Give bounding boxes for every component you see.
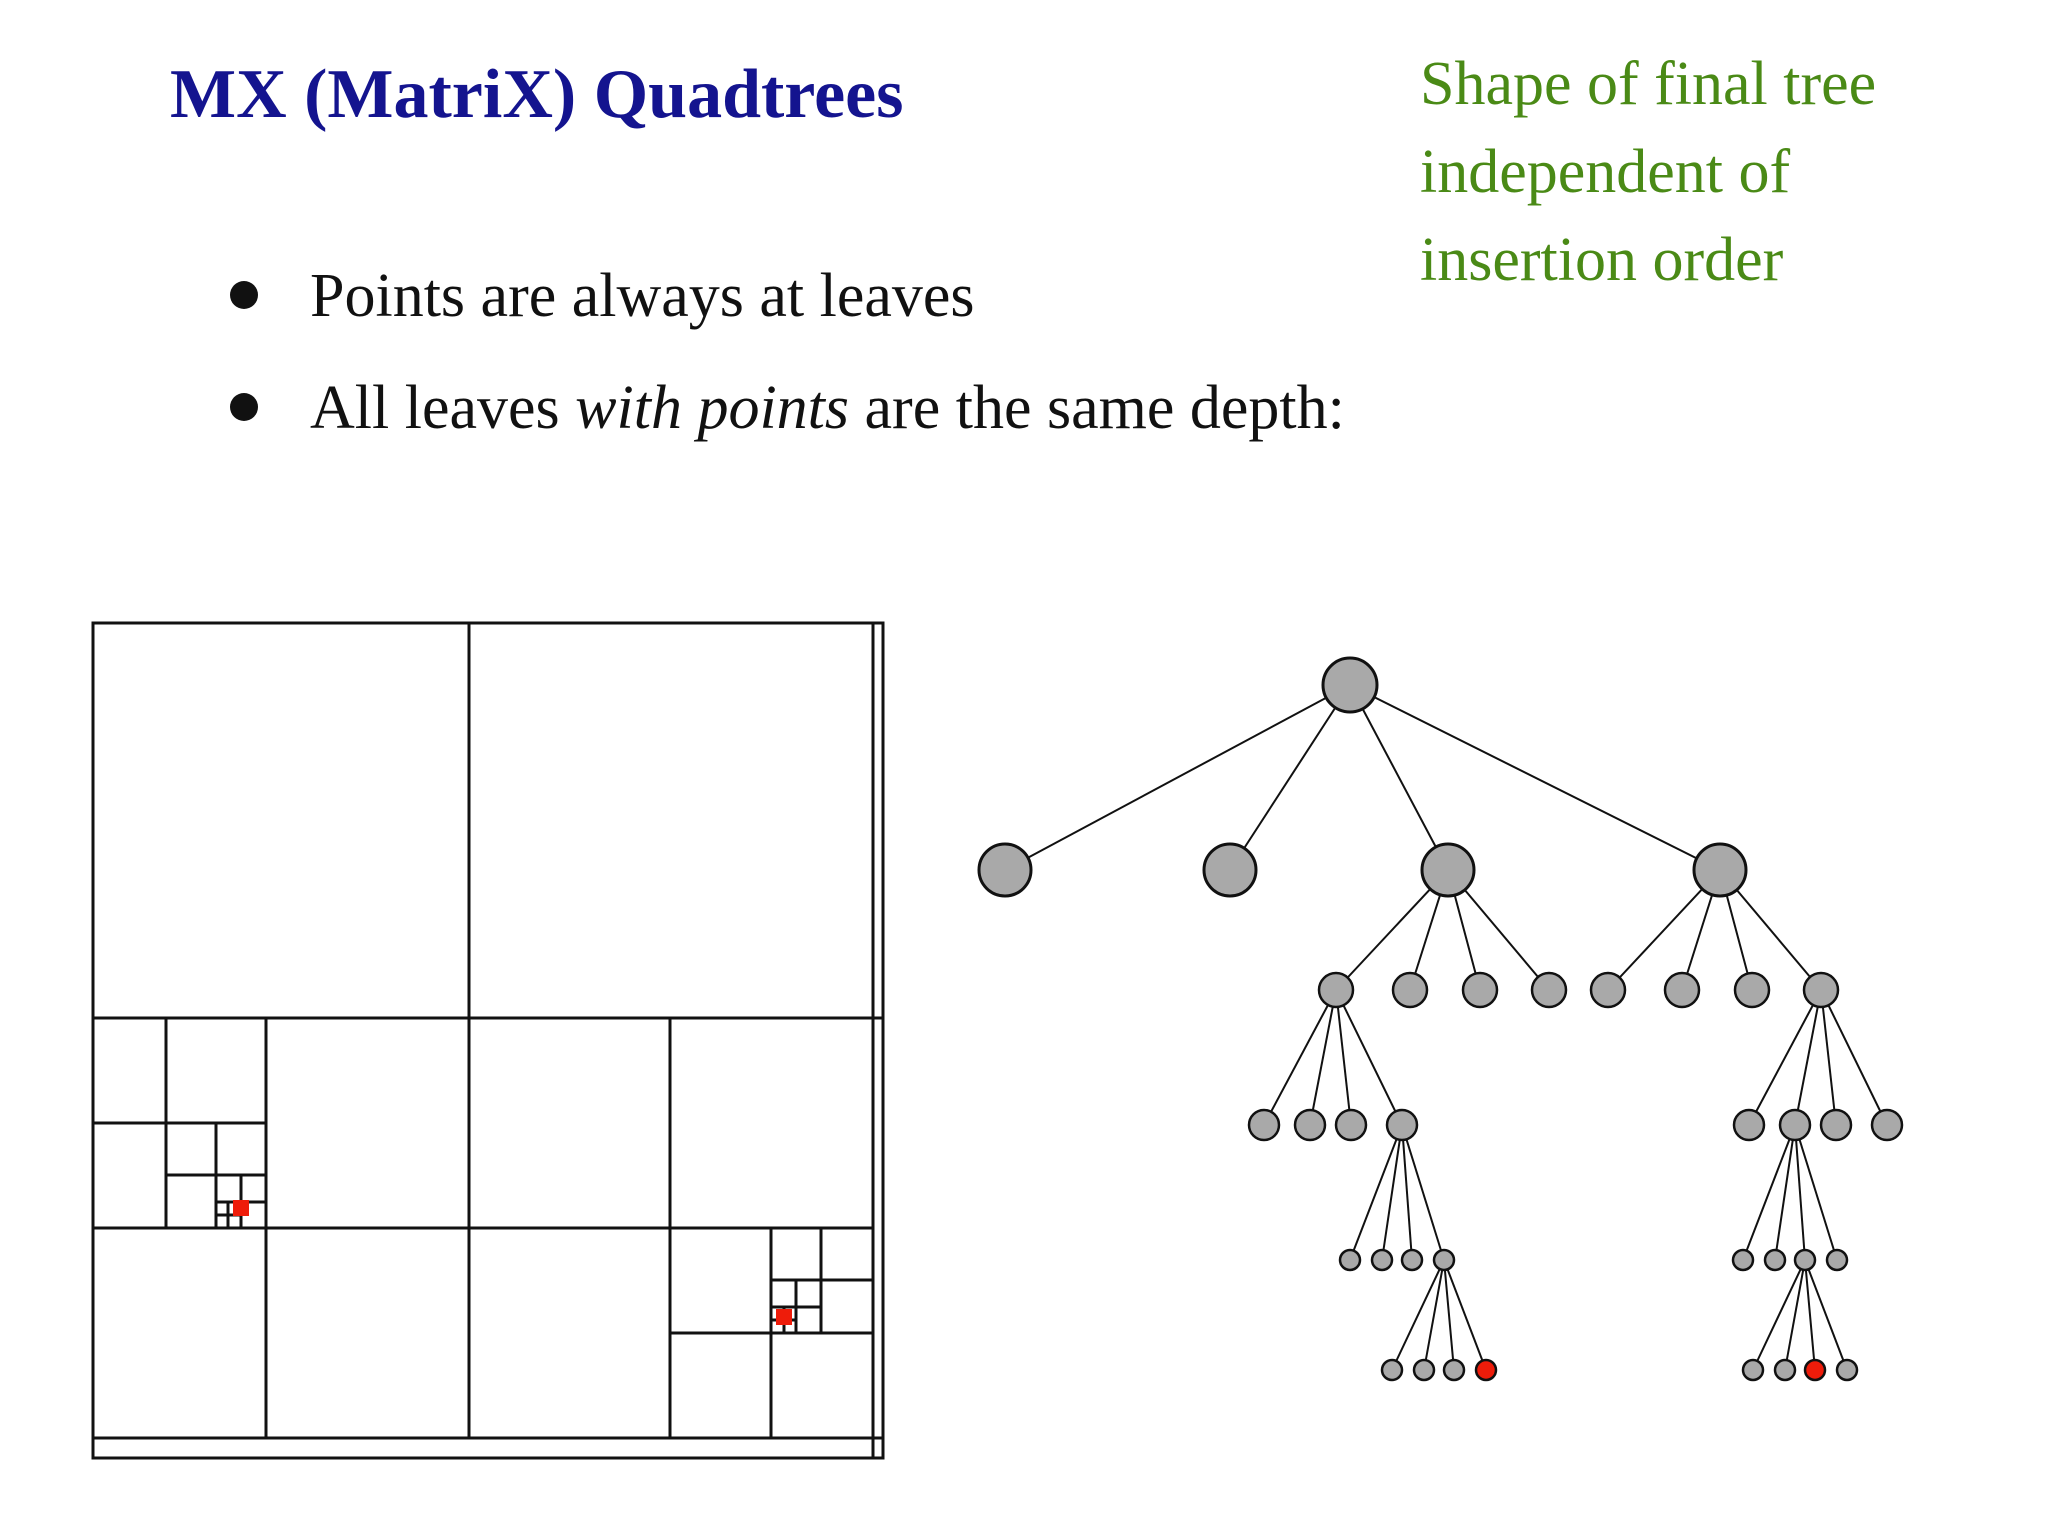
occupied-cell-marker xyxy=(776,1309,792,1325)
bullet-item: Points are always at leaves xyxy=(220,240,1345,352)
side-note-line-1: Shape of final tree xyxy=(1420,50,1877,118)
tree-leaf-node xyxy=(1732,1108,1766,1142)
tree-leaf-node xyxy=(1370,1248,1394,1272)
tree-edge xyxy=(1443,1259,1455,1371)
tree-leaf-node xyxy=(1825,1248,1849,1272)
tree-leaf-node xyxy=(1663,971,1701,1009)
tree-edge xyxy=(1004,684,1351,871)
tree-edge xyxy=(1784,1259,1806,1371)
tree-leaf-node xyxy=(1773,1358,1797,1382)
tree-internal-node xyxy=(1778,1108,1812,1142)
bullet-text-emphasis: with points xyxy=(575,374,850,442)
tree-edge xyxy=(1804,1259,1848,1371)
bullet-dot-icon xyxy=(230,393,258,421)
slide-title: MX (MatriX) Quadtrees xyxy=(170,56,904,133)
side-note-line-2: independent of xyxy=(1420,138,1791,206)
tree-leaf-node xyxy=(1819,1108,1853,1142)
tree-internal-node xyxy=(1385,1108,1419,1142)
occupied-cell-marker xyxy=(233,1200,249,1216)
tree-edge xyxy=(1391,1259,1445,1371)
bullet-text-before: All leaves xyxy=(310,374,576,442)
tree-edge xyxy=(1748,989,1822,1126)
tree-edge xyxy=(1229,684,1351,871)
tree-edge xyxy=(1804,1259,1816,1371)
tree-nodes xyxy=(977,656,1904,1382)
tree-leaf-node xyxy=(1202,842,1258,898)
tree-edge xyxy=(1335,989,1352,1126)
tree-edge xyxy=(1742,1124,1796,1261)
tree-edge xyxy=(1263,989,1337,1126)
tree-edge xyxy=(1401,1124,1445,1261)
bullet-list: Points are always at leaves All leaves w… xyxy=(220,240,1345,464)
bullet-text-after: are the same depth: xyxy=(849,374,1345,442)
tree-leaf-node xyxy=(1835,1358,1859,1382)
tree-leaf-node xyxy=(1334,1108,1368,1142)
tree-edge xyxy=(1794,1124,1806,1261)
tree-edge xyxy=(1443,1259,1487,1371)
bullet-text: Points are always at leaves xyxy=(310,262,975,330)
tree-leaf-node xyxy=(977,842,1033,898)
tree-leaf-node xyxy=(1380,1358,1404,1382)
quadtree-subdivision xyxy=(91,621,885,1460)
tree-edge xyxy=(1752,1259,1806,1371)
tree-leaf-node xyxy=(1412,1358,1436,1382)
tree-leaf-node xyxy=(1391,971,1429,1009)
tree-edge xyxy=(1794,1124,1838,1261)
tree-leaf-node xyxy=(1461,971,1499,1009)
tree-edge xyxy=(1401,1124,1413,1261)
tree-leaf-node xyxy=(1870,1108,1904,1142)
tree-leaf-node xyxy=(1293,1108,1327,1142)
tree-leaf-node xyxy=(1247,1108,1281,1142)
side-note-line-3: insertion order xyxy=(1420,226,1784,294)
tree-leaf-node xyxy=(1338,1248,1362,1272)
tree-leaf-node xyxy=(1589,971,1627,1009)
tree-edge xyxy=(1335,989,1403,1126)
tree-internal-node xyxy=(1321,656,1379,714)
tree-edge xyxy=(1423,1259,1445,1371)
tree-internal-node xyxy=(1802,971,1840,1009)
tree-internal-node xyxy=(1432,1248,1456,1272)
region-outline xyxy=(91,621,885,1460)
tree-internal-node xyxy=(1317,971,1355,1009)
side-note: Shape of final tree independent of inser… xyxy=(1420,40,1876,304)
tree-leaf-node xyxy=(1733,971,1771,1009)
tree-edge xyxy=(1309,989,1337,1126)
tree-point-node xyxy=(1474,1358,1498,1382)
tree-leaf-node xyxy=(1731,1248,1755,1272)
tree-leaf-node xyxy=(1400,1248,1424,1272)
tree-edge xyxy=(1820,989,1837,1126)
tree-point-node xyxy=(1803,1358,1827,1382)
tree-edge xyxy=(1349,1124,1403,1261)
tree-leaf-node xyxy=(1741,1358,1765,1382)
tree-edge xyxy=(1349,684,1721,871)
tree-leaf-node xyxy=(1530,971,1568,1009)
tree-edge xyxy=(1349,684,1449,871)
tree-internal-node xyxy=(1420,842,1476,898)
tree-leaf-node xyxy=(1442,1358,1466,1382)
bullet-dot-icon xyxy=(230,281,258,309)
tree-internal-node xyxy=(1692,842,1748,898)
tree-edge xyxy=(1774,1124,1796,1261)
bullet-item: All leaves with points are the same dept… xyxy=(220,352,1345,464)
tree-leaf-node xyxy=(1763,1248,1787,1272)
tree-edge xyxy=(1794,989,1822,1126)
tree-internal-node xyxy=(1793,1248,1817,1272)
tree-edge xyxy=(1820,989,1888,1126)
tree-edge xyxy=(1381,1124,1403,1261)
